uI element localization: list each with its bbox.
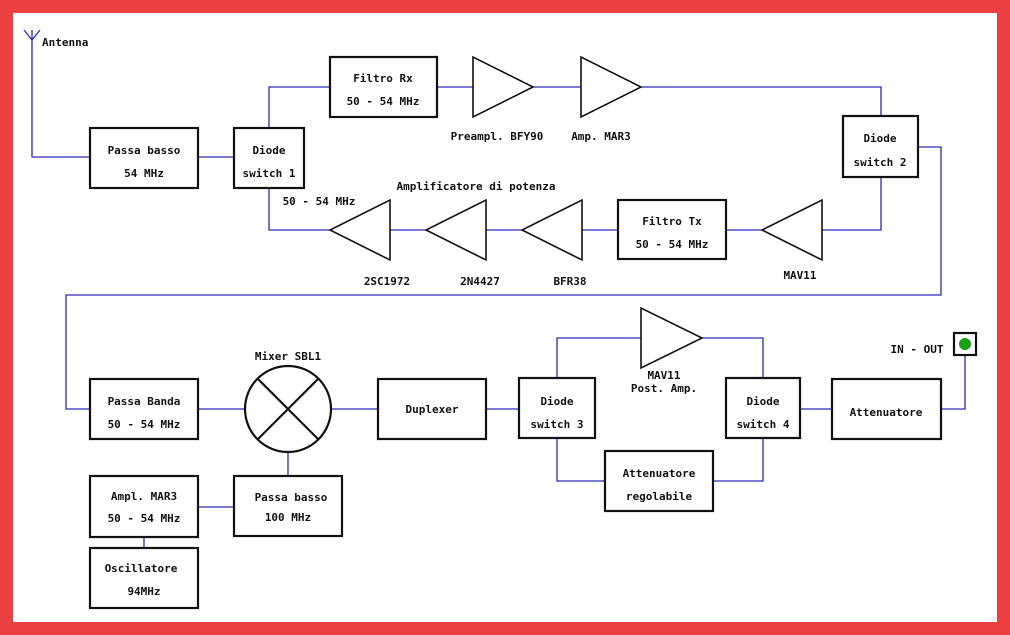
block-ampl-mar3: Ampl. MAR3 50 - 54 MHz	[88, 474, 200, 539]
block-passa-banda-line2: 50 - 54 MHz	[108, 418, 181, 431]
block-diode-switch-4-line1: Diode	[746, 395, 779, 408]
block-lowpass-54-line1: Passa basso	[108, 144, 181, 157]
block-filtro-tx-line1: Filtro Tx	[642, 215, 702, 228]
block-lowpass-54-line2: 54 MHz	[124, 167, 164, 180]
block-passa-banda: Passa Banda 50 - 54 MHz	[88, 377, 200, 441]
block-passa-banda-line1: Passa Banda	[108, 395, 181, 408]
in-out-connector-icon	[952, 331, 978, 357]
block-filtro-rx: Filtro Rx 50 - 54 MHz	[328, 55, 439, 119]
amplifier-preampl-bfy90-label: Preampl. BFY90	[451, 130, 544, 143]
band-label-50-54: 50 - 54 MHz	[283, 195, 356, 208]
block-lowpass-100-line1: Passa basso	[255, 491, 328, 504]
amplifier-mav11-post-label-1: MAV11	[647, 369, 680, 382]
amplifier-preampl-bfy90-icon	[472, 55, 535, 119]
block-ampl-mar3-line2: 50 - 54 MHz	[108, 512, 181, 525]
mixer-symbol-icon	[243, 364, 333, 454]
amplifier-mav11-tx-label: MAV11	[783, 269, 816, 282]
block-lowpass-100-line2: 100 MHz	[265, 511, 311, 524]
block-diode-switch-3-line1: Diode	[540, 395, 573, 408]
block-diode-switch-1-line1: Diode	[252, 144, 285, 157]
block-diode-switch-4-line2: switch 4	[737, 418, 790, 431]
amplifier-mar3-icon	[580, 55, 643, 119]
antenna-symbol-icon	[23, 29, 41, 41]
amplifier-mar3-label: Amp. MAR3	[571, 130, 631, 143]
amplifier-bfr38-icon	[520, 198, 583, 262]
block-attenuatore-regolabile-line2: regolabile	[626, 490, 693, 503]
block-lowpass-100: Passa basso 100 MHz	[232, 474, 344, 538]
amplifier-mav11-post-label-2: Post. Amp.	[631, 382, 697, 395]
antenna-label: Antenna	[42, 36, 88, 49]
block-diode-switch-1: Diode switch 1	[232, 126, 306, 190]
amplifier-2sc1972-icon	[328, 198, 391, 262]
amplifier-mav11-post-icon	[640, 306, 704, 370]
block-duplexer-line1: Duplexer	[406, 403, 459, 416]
block-filtro-tx-line2: 50 - 54 MHz	[636, 238, 709, 251]
mixer-label: Mixer SBL1	[255, 350, 322, 363]
block-attenuatore-regolabile-line1: Attenuatore	[623, 467, 696, 480]
amplifier-2n4427-icon	[424, 198, 487, 262]
block-filtro-rx-line1: Filtro Rx	[353, 72, 413, 85]
wires	[31, 40, 966, 548]
power-amplifier-label: Amplificatore di potenza	[397, 180, 556, 193]
block-diode-switch-2: Diode switch 2	[841, 114, 920, 179]
block-diode-switch-2-line2: switch 2	[854, 156, 907, 169]
block-diode-switch-2-line1: Diode	[863, 132, 896, 145]
block-attenuatore-line1: Attenuatore	[850, 406, 923, 419]
block-oscillatore-line1: Oscillatore	[105, 562, 178, 575]
block-oscillatore: Oscillatore 94MHz	[88, 546, 200, 610]
amplifier-2n4427-label: 2N4427	[460, 275, 500, 288]
block-diode-switch-3-line2: switch 3	[531, 418, 584, 431]
block-attenuatore: Attenuatore	[830, 377, 943, 441]
block-filtro-tx: Filtro Tx 50 - 54 MHz	[616, 198, 728, 261]
amplifier-2sc1972-label: 2SC1972	[364, 275, 410, 288]
in-out-label: IN - OUT	[891, 343, 944, 356]
block-lowpass-54: Passa basso 54 MHz	[88, 126, 200, 190]
block-attenuatore-regolabile: Attenuatore regolabile	[603, 449, 715, 513]
block-diode-switch-3: Diode switch 3	[517, 376, 597, 440]
block-diode-switch-4: Diode switch 4	[724, 376, 802, 440]
block-filtro-rx-line2: 50 - 54 MHz	[347, 95, 420, 108]
amplifier-bfr38-label: BFR38	[553, 275, 586, 288]
block-ampl-mar3-line1: Ampl. MAR3	[111, 490, 177, 503]
block-diode-switch-1-line2: switch 1	[243, 167, 296, 180]
amplifier-mav11-tx-icon	[760, 198, 823, 262]
block-oscillatore-line2: 94MHz	[127, 585, 160, 598]
block-duplexer: Duplexer	[376, 377, 488, 441]
